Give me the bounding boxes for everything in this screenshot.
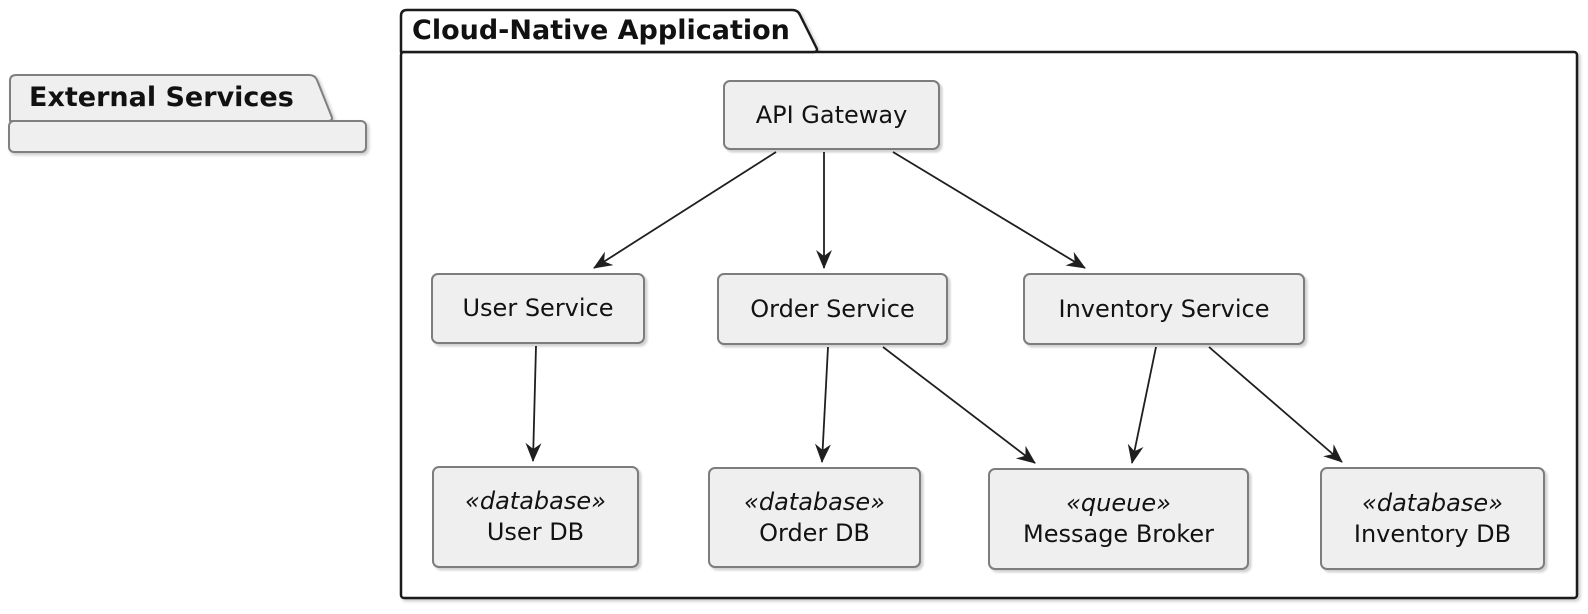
edge-api-gateway-to-inventory-service bbox=[892, 151, 1086, 269]
edge-order-service-to-order-db bbox=[814, 346, 831, 463]
node-message-broker-stereotype: «queue» bbox=[1066, 489, 1171, 517]
node-order-db: «database» Order DB bbox=[708, 467, 921, 568]
node-order-service: Order Service bbox=[717, 273, 948, 345]
node-message-broker: «queue» Message Broker bbox=[988, 468, 1249, 570]
edges-layer bbox=[525, 151, 1343, 464]
node-inventory-service: Inventory Service bbox=[1023, 273, 1305, 345]
node-order-service-label: Order Service bbox=[750, 294, 915, 323]
node-inventory-db-label: Inventory DB bbox=[1353, 519, 1512, 548]
node-user-db: «database» User DB bbox=[432, 466, 639, 568]
edge-order-service-to-message-broker bbox=[882, 346, 1036, 464]
package-cloud-native-shape bbox=[399, 8, 1579, 600]
node-inventory-db: «database» Inventory DB bbox=[1320, 467, 1545, 570]
node-user-db-label: User DB bbox=[486, 518, 585, 546]
edge-inventory-service-to-inventory-db bbox=[1208, 346, 1343, 463]
node-api-gateway-label: API Gateway bbox=[755, 100, 908, 129]
node-inventory-db-stereotype: «database» bbox=[1362, 488, 1503, 517]
node-inventory-service-label: Inventory Service bbox=[1058, 294, 1270, 323]
package-title-cloud-native: Cloud-Native Application bbox=[412, 15, 790, 46]
edge-api-gateway-to-user-service bbox=[593, 151, 777, 269]
node-user-db-stereotype: «database» bbox=[465, 487, 606, 515]
edge-inventory-service-to-message-broker bbox=[1127, 346, 1157, 464]
node-api-gateway: API Gateway bbox=[723, 80, 940, 150]
package-title-external-services: External Services bbox=[29, 82, 294, 113]
node-user-service-label: User Service bbox=[462, 294, 614, 322]
node-message-broker-label: Message Broker bbox=[1023, 520, 1214, 548]
edge-user-service-to-user-db bbox=[525, 345, 542, 462]
node-order-db-label: Order DB bbox=[759, 518, 870, 547]
node-order-db-stereotype: «database» bbox=[744, 487, 885, 516]
package-external-services-shape bbox=[8, 74, 367, 153]
node-user-service: User Service bbox=[431, 273, 645, 344]
